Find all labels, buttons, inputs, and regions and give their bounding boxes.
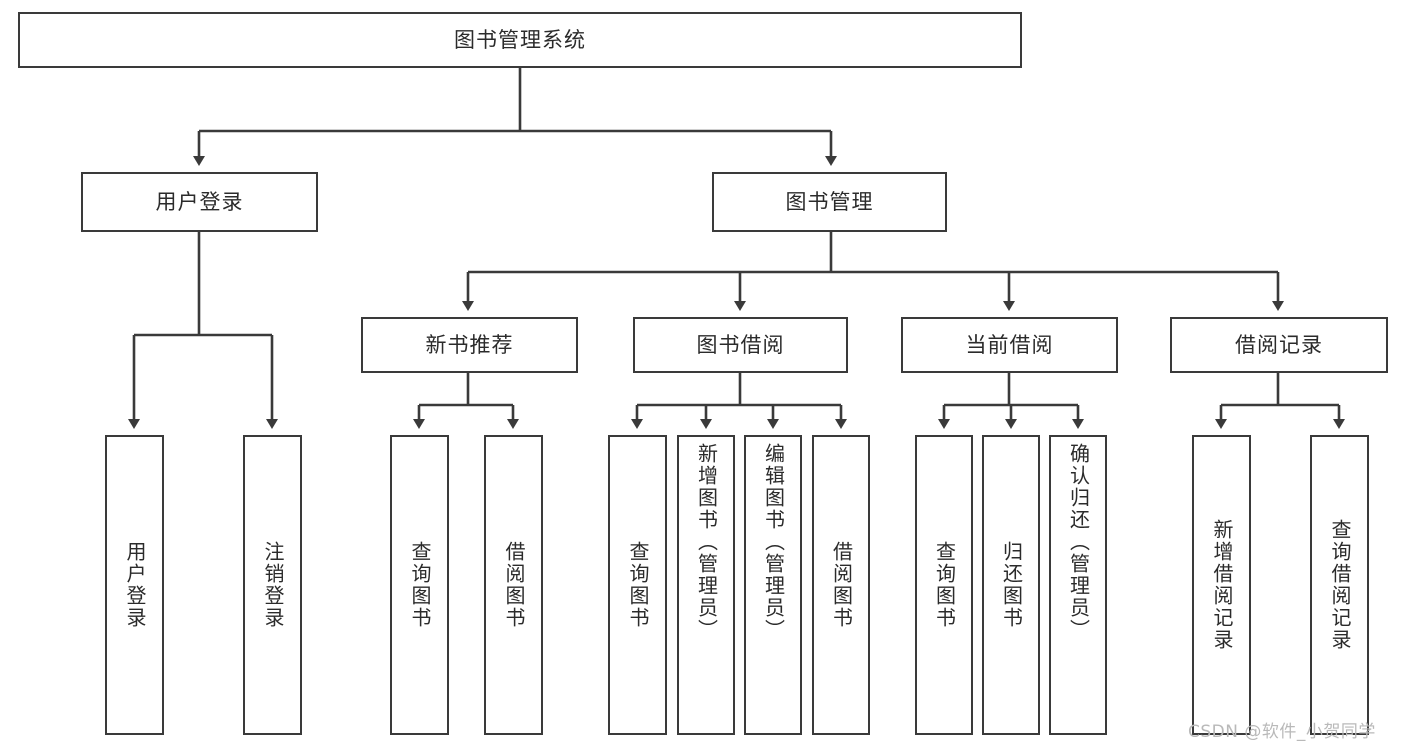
leaf-add-borrow-record[interactable]: 新增借阅记录: [1192, 435, 1251, 735]
node-book-borrow[interactable]: 图书借阅: [633, 317, 848, 373]
node-root[interactable]: 图书管理系统: [18, 12, 1022, 68]
node-user-login-label: 用户登录: [155, 189, 244, 214]
leaf-query-book-borrow-label: 查询图书: [626, 541, 650, 629]
leaf-edit-book-admin[interactable]: 编辑图书（管理员）: [744, 435, 802, 735]
leaf-logout[interactable]: 注销登录: [243, 435, 302, 735]
node-book-management-label: 图书管理: [785, 189, 874, 214]
node-new-book-recommend-label: 新书推荐: [425, 332, 514, 357]
leaf-add-book-admin-label: 新增图书（管理员）: [694, 443, 719, 641]
leaf-return-book-label: 归还图书: [999, 541, 1024, 629]
csdn-watermark: CSDN @软件_小贺同学: [1188, 722, 1376, 742]
leaf-add-book-admin[interactable]: 新增图书（管理员）: [677, 435, 735, 735]
node-root-label: 图书管理系统: [454, 27, 586, 52]
node-borrow-record-label: 借阅记录: [1235, 332, 1323, 357]
leaf-edit-book-admin-label: 编辑图书（管理员）: [761, 443, 786, 641]
leaf-query-borrow-record[interactable]: 查询借阅记录: [1310, 435, 1369, 735]
leaf-query-borrow-record-label: 查询借阅记录: [1328, 519, 1352, 651]
node-book-borrow-label: 图书借阅: [696, 332, 785, 357]
leaf-borrow-book[interactable]: 借阅图书: [812, 435, 870, 735]
node-current-borrow-label: 当前借阅: [965, 332, 1054, 357]
leaf-query-book-borrow[interactable]: 查询图书: [608, 435, 667, 735]
node-borrow-record[interactable]: 借阅记录: [1170, 317, 1388, 373]
leaf-query-book-current-label: 查询图书: [932, 541, 957, 629]
leaf-query-book-recommend[interactable]: 查询图书: [390, 435, 449, 735]
leaf-add-borrow-record-label: 新增借阅记录: [1210, 519, 1234, 651]
node-current-borrow[interactable]: 当前借阅: [901, 317, 1118, 373]
leaf-query-book-current[interactable]: 查询图书: [915, 435, 973, 735]
node-new-book-recommend[interactable]: 新书推荐: [361, 317, 578, 373]
node-user-login[interactable]: 用户登录: [81, 172, 318, 232]
node-book-management[interactable]: 图书管理: [712, 172, 947, 232]
leaf-borrow-book-recommend-label: 借阅图书: [502, 541, 526, 629]
leaf-borrow-book-label: 借阅图书: [829, 541, 854, 629]
leaf-query-book-recommend-label: 查询图书: [408, 541, 432, 629]
leaf-confirm-return-admin[interactable]: 确认归还（管理员）: [1049, 435, 1107, 735]
leaf-user-login[interactable]: 用户登录: [105, 435, 164, 735]
leaf-confirm-return-admin-label: 确认归还（管理员）: [1066, 443, 1091, 641]
leaf-borrow-book-recommend[interactable]: 借阅图书: [484, 435, 543, 735]
leaf-user-login-label: 用户登录: [123, 541, 147, 629]
leaf-return-book[interactable]: 归还图书: [982, 435, 1040, 735]
leaf-logout-label: 注销登录: [261, 541, 285, 629]
